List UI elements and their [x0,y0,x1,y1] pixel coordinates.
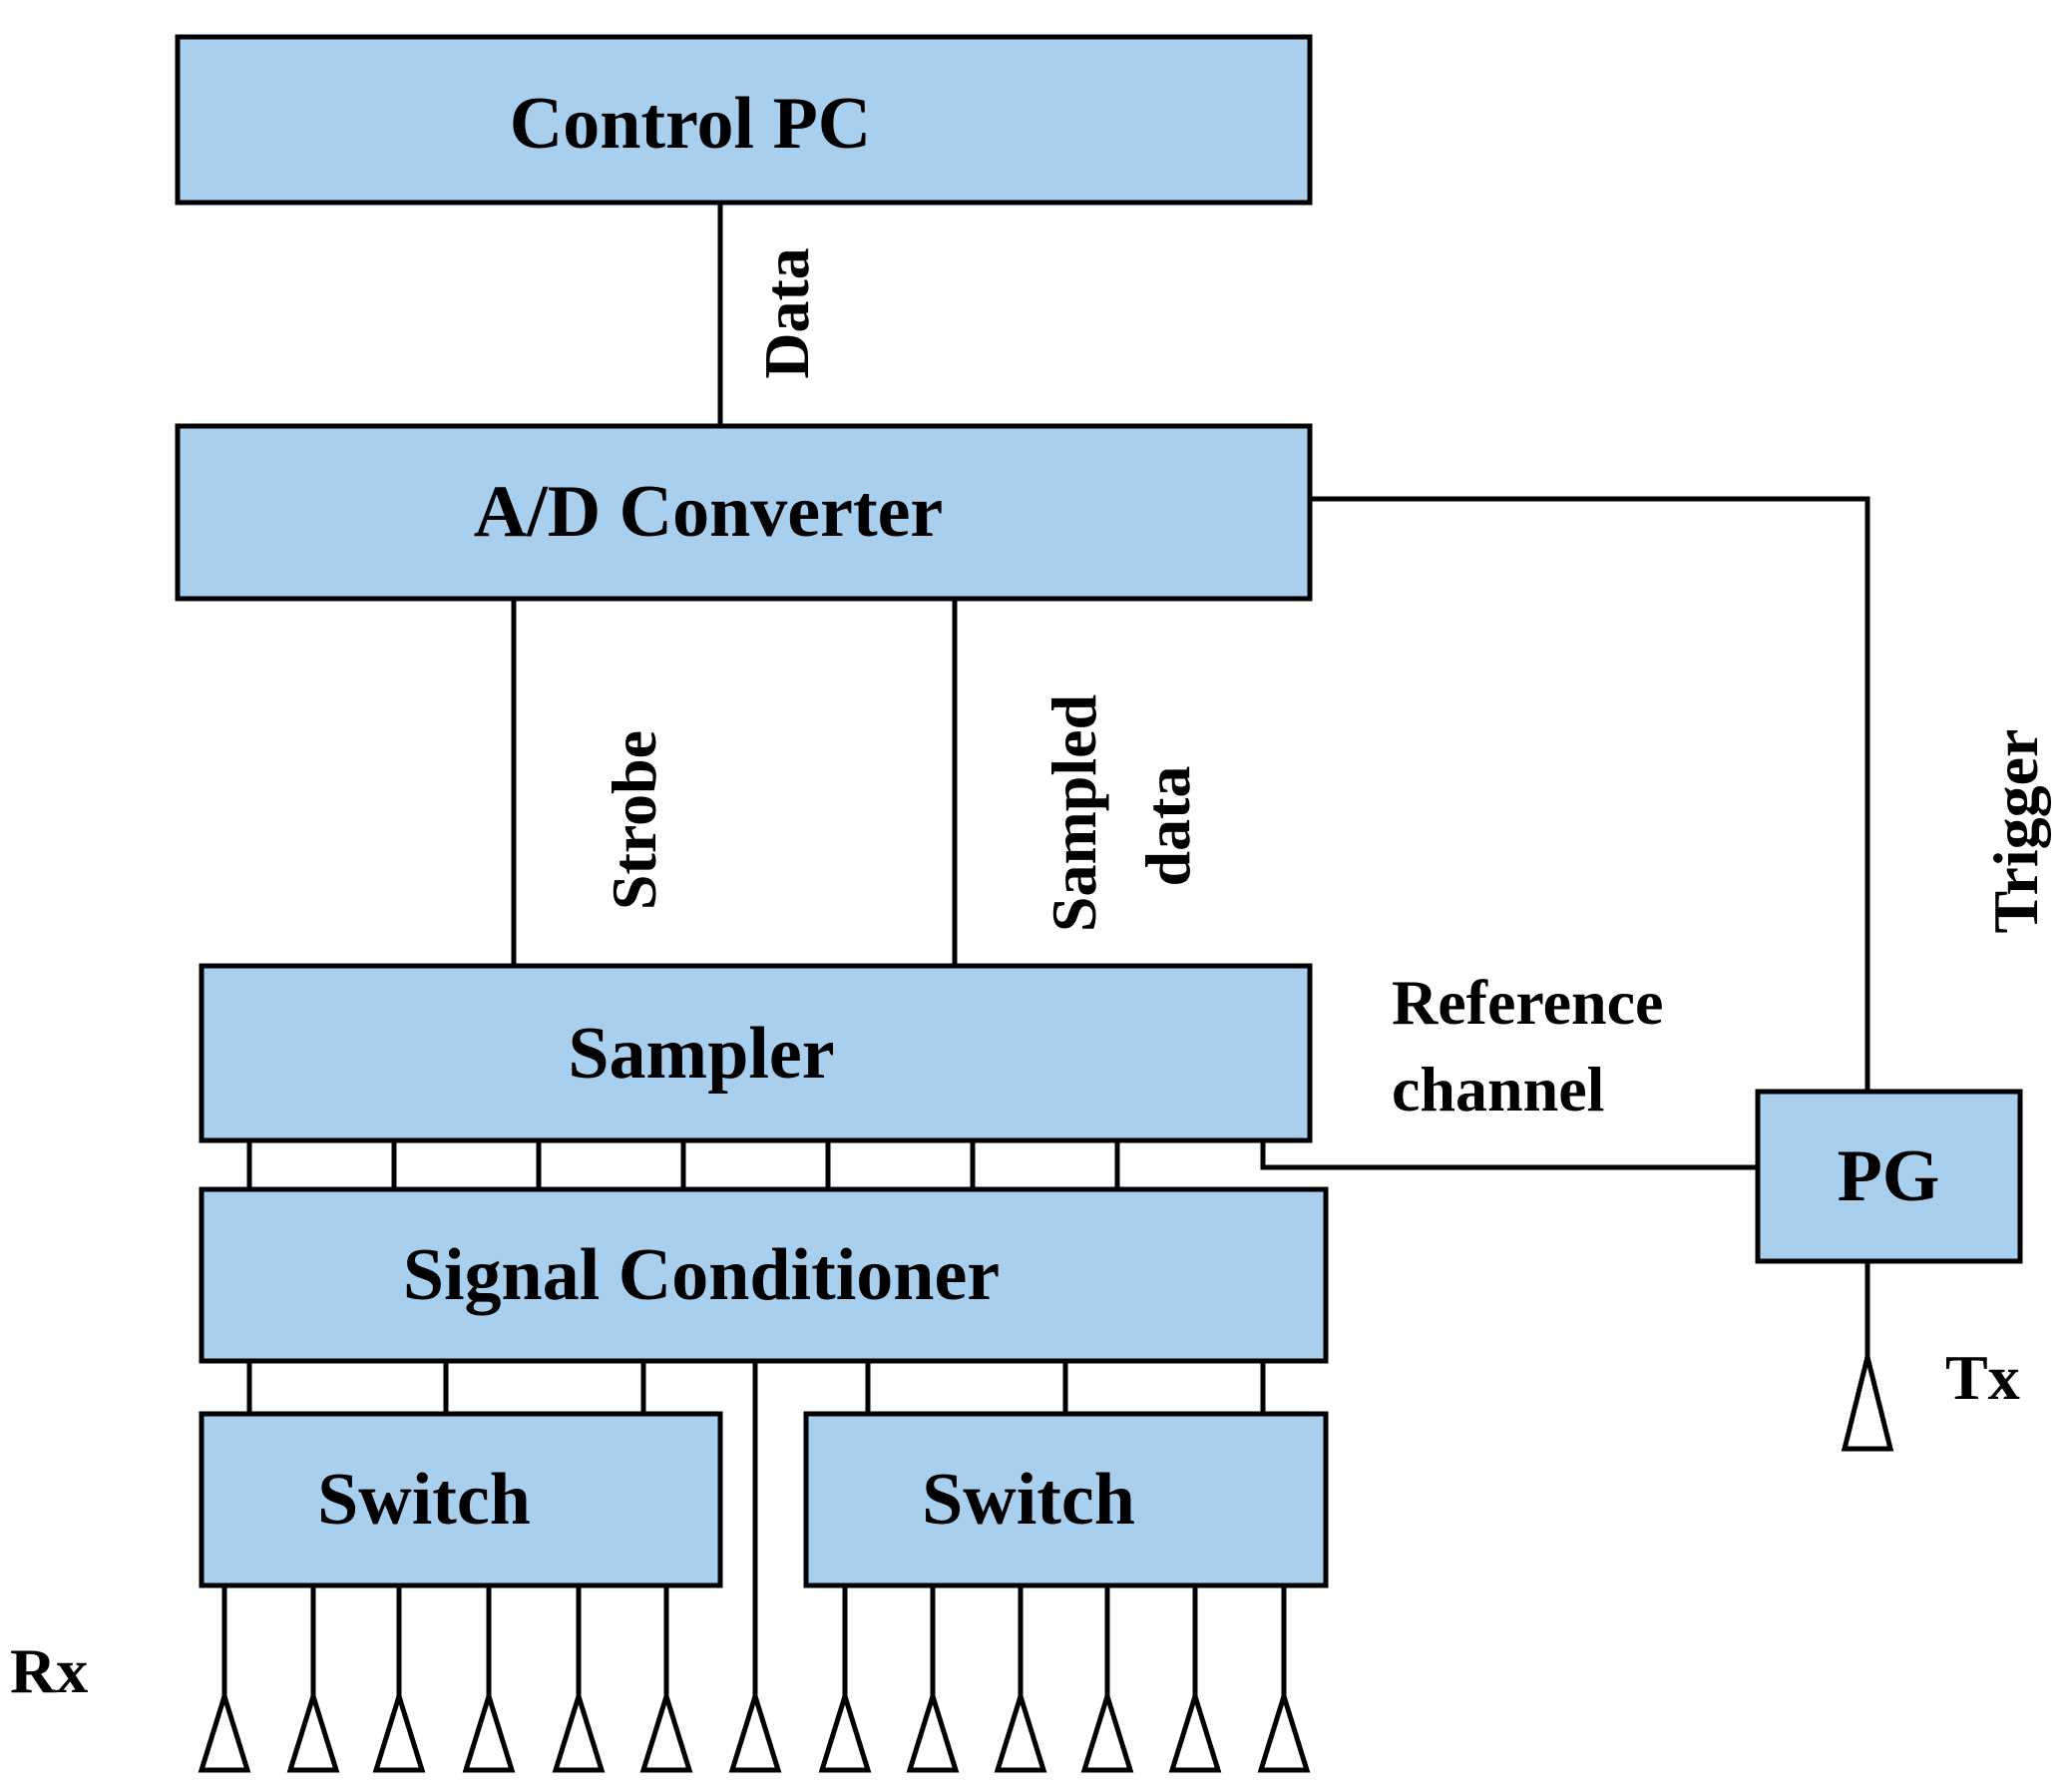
connections [221,203,1870,1696]
tx-label: Tx [1945,1342,2020,1413]
switch-right-block: Switch [803,1411,1329,1588]
control-pc-label: Control PC [510,83,871,165]
pg-label: PG [1838,1135,1940,1217]
rx-label: Rx [10,1635,88,1706]
strobe-label: Strobe [599,730,669,910]
switch-right-label: Switch [922,1459,1135,1541]
rx-antenna-icon [286,1687,340,1773]
rx-antenna-icon [462,1687,516,1773]
switch-left-box [199,1411,723,1588]
rx-antenna-icon [818,1687,872,1773]
tx-antenna-icon [1841,1356,1894,1452]
switch-right-box [803,1411,1329,1588]
rx-antenna-icon [1080,1687,1134,1773]
sampled-data-label-line1: Sampled [1038,694,1109,932]
reference-channel-wire [1260,1140,1758,1170]
switch-left-label: Switch [317,1459,531,1541]
trigger-wire [1310,496,1870,1092]
rx-antenna-icon [372,1687,426,1773]
ad-converter-block: A/D Converter [175,423,1313,602]
rx-antenna-icon [728,1687,782,1773]
rx-antenna-array [198,1687,1311,1773]
rx-antenna-wires [221,1585,1287,1696]
control-pc-block: Control PC [175,34,1313,206]
signal-conditioner-box [199,1186,1329,1364]
sampler-label: Sampler [568,1013,834,1095]
ad-converter-label: A/D Converter [474,471,944,553]
trigger-label: Trigger [1980,729,2051,934]
control-pc-box [175,34,1313,206]
rx-antenna-icon [552,1687,606,1773]
pg-block: PG [1755,1089,2023,1264]
rx-antenna-icon [1168,1687,1222,1773]
switch-left-block: Switch [199,1411,723,1588]
rx-antenna-icon [639,1687,693,1773]
reference-channel-label-line2: channel [1392,1054,1604,1124]
rx-antenna-icon [994,1687,1047,1773]
ad-converter-box [175,423,1313,602]
conditioner-switch-links [246,1361,1266,1696]
sampler-block: Sampler [199,963,1313,1143]
signal-conditioner-label: Signal Conditioner [403,1234,1000,1316]
sampler-conditioner-links [246,1140,1120,1189]
rx-antenna-icon [1257,1687,1311,1773]
rx-antenna-icon [906,1687,960,1773]
sampler-box [199,963,1313,1143]
data-label: Data [751,247,822,379]
reference-channel-label-line1: Reference [1392,967,1663,1038]
rx-antenna-icon [198,1687,251,1773]
signal-conditioner-block: Signal Conditioner [199,1186,1329,1364]
sampled-data-label-line2: data [1132,766,1203,887]
pg-box [1755,1089,2023,1264]
